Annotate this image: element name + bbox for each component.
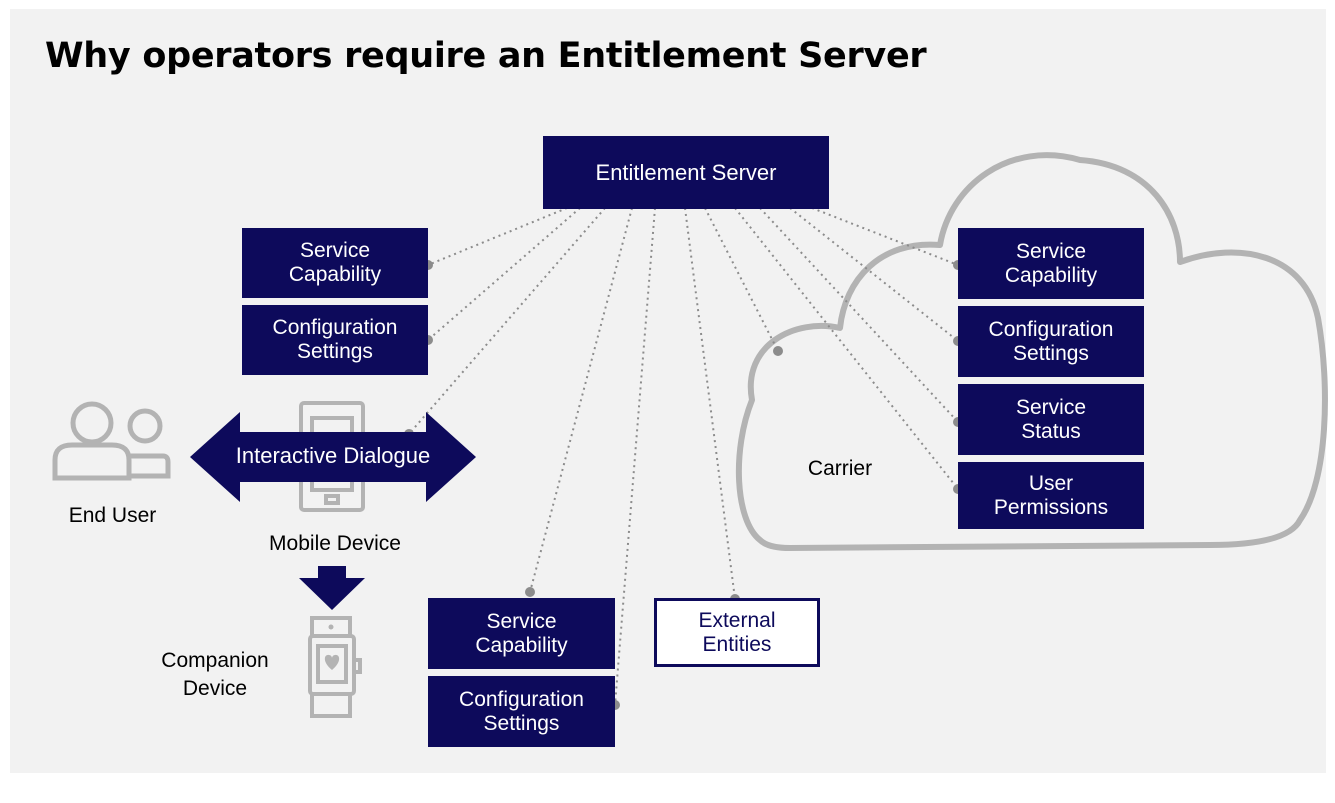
carrier-label: Carrier bbox=[807, 457, 873, 480]
connector-line bbox=[811, 207, 959, 266]
connector-line bbox=[684, 207, 736, 600]
device-service-capability-box: Service Capability bbox=[242, 228, 428, 298]
companion-device-icon bbox=[308, 616, 362, 718]
mobile-device-label: Mobile Device bbox=[269, 532, 401, 555]
interactive-dialogue-arrow bbox=[190, 412, 476, 502]
box-text-line: Entities bbox=[702, 632, 772, 656]
box-text-line: Configuration bbox=[272, 316, 398, 339]
external-entities-box: External Entities bbox=[654, 598, 820, 667]
box-text-line: Service bbox=[299, 239, 371, 262]
box-text-line: User bbox=[1028, 471, 1074, 495]
box-text-line: Settings bbox=[483, 711, 560, 735]
box-text-line: Configuration bbox=[459, 687, 584, 711]
box-text-line: Capability bbox=[1004, 263, 1098, 287]
box-text-line: Configuration bbox=[988, 317, 1114, 341]
carrier-user-permissions-box: User Permissions bbox=[958, 462, 1144, 529]
carrier-configuration-settings-box: Configuration Settings bbox=[958, 306, 1144, 377]
end-user-icon bbox=[52, 401, 171, 481]
carrier-service-capability-box: Service Capability bbox=[958, 228, 1144, 299]
connector-dot bbox=[525, 587, 535, 597]
box-text-line: External bbox=[698, 608, 776, 632]
connector-line bbox=[408, 207, 606, 435]
box-text-line: Permissions bbox=[993, 495, 1109, 519]
connector-line bbox=[759, 207, 959, 423]
carrier-cloud bbox=[735, 152, 1328, 551]
down-arrow-icon bbox=[299, 566, 365, 610]
connector-line bbox=[427, 207, 568, 266]
label-text-line: Companion bbox=[161, 649, 269, 672]
connector-line bbox=[704, 207, 779, 352]
end-user-label: End User bbox=[68, 504, 157, 527]
device-configuration-settings-box: Configuration Settings bbox=[242, 305, 428, 375]
box-text-line: Service bbox=[486, 609, 557, 633]
box-text-line: Settings bbox=[1013, 341, 1089, 365]
companion-service-capability-box: Service Capability bbox=[428, 598, 615, 669]
label-text-line: Device bbox=[182, 677, 248, 700]
box-text-line: Status bbox=[1021, 419, 1081, 443]
entitlement-server-label: Entitlement Server bbox=[595, 159, 777, 185]
connector-line bbox=[614, 207, 656, 706]
interactive-dialogue-label: Interactive Dialogue bbox=[235, 443, 431, 468]
connector-dot bbox=[773, 346, 783, 356]
connector-line bbox=[427, 207, 581, 341]
page-title: Why operators require an Entitlement Ser… bbox=[45, 36, 927, 76]
connector-line bbox=[789, 207, 959, 342]
box-text-line: Service bbox=[1015, 239, 1087, 263]
connector-line bbox=[529, 207, 633, 593]
box-text-line: Capability bbox=[475, 633, 568, 657]
box-text-line: Capability bbox=[288, 263, 382, 286]
entitlement-server-box: Entitlement Server bbox=[543, 136, 829, 209]
companion-configuration-settings-box: Configuration Settings bbox=[428, 676, 615, 747]
box-text-line: Service bbox=[1015, 395, 1087, 419]
box-text-line: Settings bbox=[297, 340, 373, 363]
companion-device-label: Companion Device bbox=[130, 647, 300, 703]
carrier-service-status-box: Service Status bbox=[958, 384, 1144, 455]
watch-crown-dot bbox=[328, 624, 334, 630]
heart-icon bbox=[324, 654, 340, 670]
